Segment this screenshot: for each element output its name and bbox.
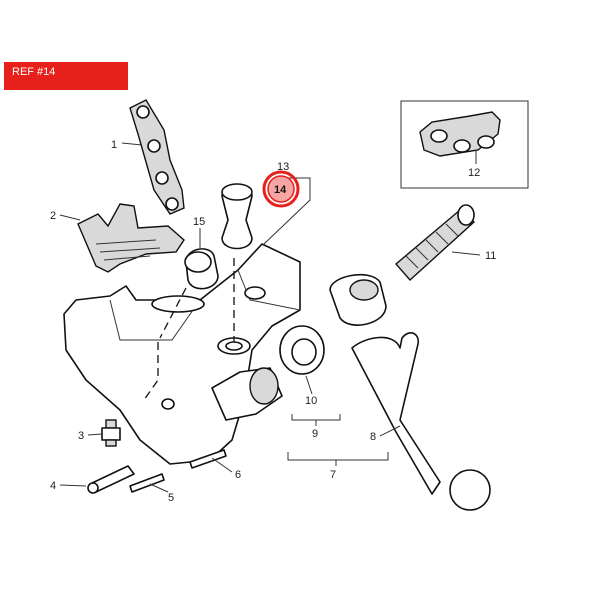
part-10-washer[interactable] xyxy=(279,325,325,375)
hidden-line-2 xyxy=(143,342,159,401)
part-8-handle[interactable] xyxy=(351,332,491,511)
ref-badge: REF #14 xyxy=(4,62,128,90)
spool-part[interactable] xyxy=(221,183,253,250)
leader-1 xyxy=(121,142,143,146)
hidden-line-3 xyxy=(159,287,187,339)
part-3-grease-fitting[interactable] xyxy=(101,419,121,447)
leader-3 xyxy=(87,433,103,436)
highlight-ring-outer xyxy=(262,170,300,208)
part-15-roller[interactable] xyxy=(184,248,219,290)
callout-13[interactable]: 13 xyxy=(277,161,289,173)
leader-10 xyxy=(305,375,313,395)
leader-8 xyxy=(379,425,401,437)
part-1-chain[interactable] xyxy=(129,99,185,215)
highlight-ring-inner xyxy=(267,175,295,203)
vise-body[interactable] xyxy=(63,243,301,465)
callout-14[interactable]: 14 xyxy=(274,184,287,196)
bracket-9 xyxy=(291,414,341,421)
callout-10[interactable]: 10 xyxy=(305,395,317,407)
feed-nut[interactable] xyxy=(329,273,387,326)
callout-15[interactable]: 15 xyxy=(193,216,205,228)
leader-4 xyxy=(59,484,87,487)
callout-4[interactable]: 4 xyxy=(50,480,56,492)
body-barrel[interactable] xyxy=(211,367,283,421)
callout-3[interactable]: 3 xyxy=(78,430,84,442)
callout-6[interactable]: 6 xyxy=(235,469,241,481)
inset-box xyxy=(400,100,529,189)
callout-7[interactable]: 7 xyxy=(330,469,336,481)
callout-2[interactable]: 2 xyxy=(50,210,56,222)
leader-5 xyxy=(149,483,169,493)
callout-1[interactable]: 1 xyxy=(111,139,117,151)
part-12-chain-link[interactable] xyxy=(419,111,501,157)
part-5-pin[interactable] xyxy=(129,473,165,493)
bracket-7 xyxy=(287,452,389,461)
leader-11 xyxy=(451,251,481,256)
callout-11[interactable]: 11 xyxy=(485,250,496,262)
part-2-jaw[interactable] xyxy=(77,203,185,273)
part-6-pin[interactable] xyxy=(189,449,227,469)
leader-2 xyxy=(59,214,81,221)
leader-6 xyxy=(211,457,233,473)
callout-12[interactable]: 12 xyxy=(468,167,480,179)
callout-5[interactable]: 5 xyxy=(168,492,174,504)
part-11-feed-screw[interactable] xyxy=(395,204,476,281)
callout-9[interactable]: 9 xyxy=(312,428,318,440)
part-4-pin[interactable] xyxy=(87,465,135,494)
callout-8[interactable]: 8 xyxy=(370,431,376,443)
